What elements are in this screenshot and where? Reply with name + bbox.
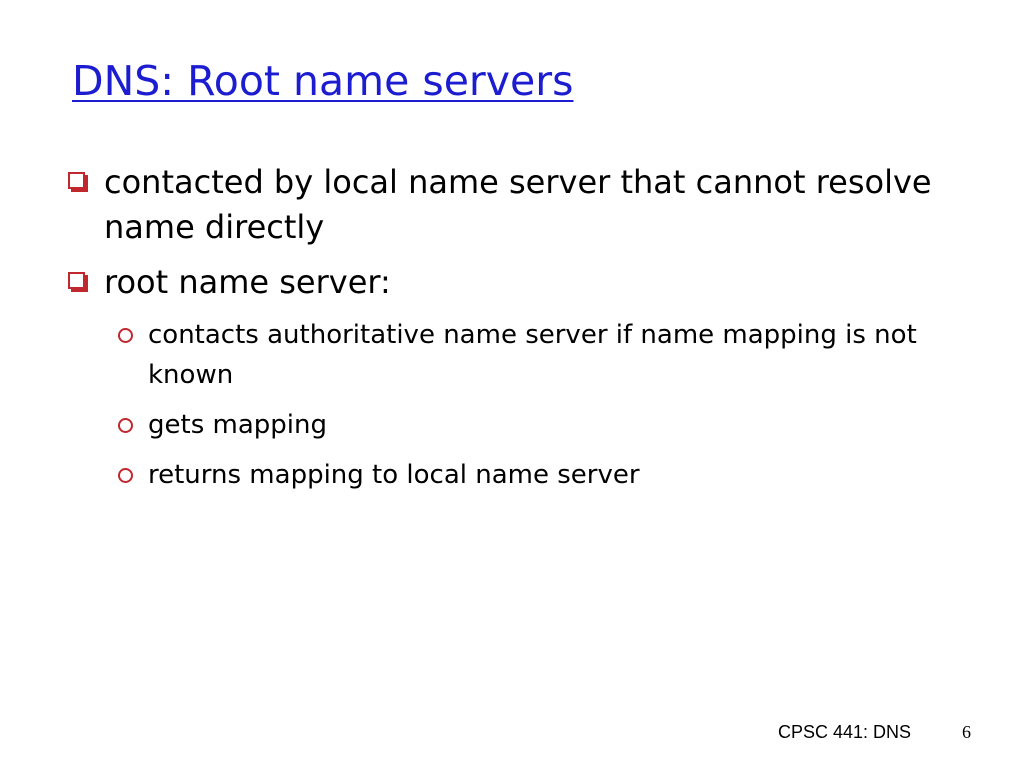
circle-bullet-icon — [118, 418, 133, 433]
sub-bullet-item: contacts authoritative name server if na… — [115, 315, 992, 395]
circle-bullet-icon — [118, 468, 133, 483]
bullet-text: contacted by local name server that cann… — [104, 163, 932, 246]
sub-bullet-text: returns mapping to local name server — [148, 460, 640, 490]
footer-course-label: CPSC 441: DNS — [778, 722, 912, 742]
slide-title: DNS: Root name servers — [72, 57, 574, 105]
bullet-text: root name server: — [104, 263, 391, 301]
footer-page-number: 6 — [962, 722, 971, 742]
slide-body: contacted by local name server that cann… — [62, 160, 992, 505]
bullet-item: contacted by local name server that cann… — [62, 160, 992, 250]
square-bullet-icon — [68, 172, 85, 189]
sub-bullet-item: returns mapping to local name server — [115, 455, 992, 495]
square-bullet-icon — [68, 272, 85, 289]
sub-bullet-text: contacts authoritative name server if na… — [148, 320, 917, 390]
sub-bullet-text: gets mapping — [148, 410, 327, 440]
sub-bullet-item: gets mapping — [115, 405, 992, 445]
bullet-item: root name server: — [62, 260, 992, 305]
circle-bullet-icon — [118, 328, 133, 343]
